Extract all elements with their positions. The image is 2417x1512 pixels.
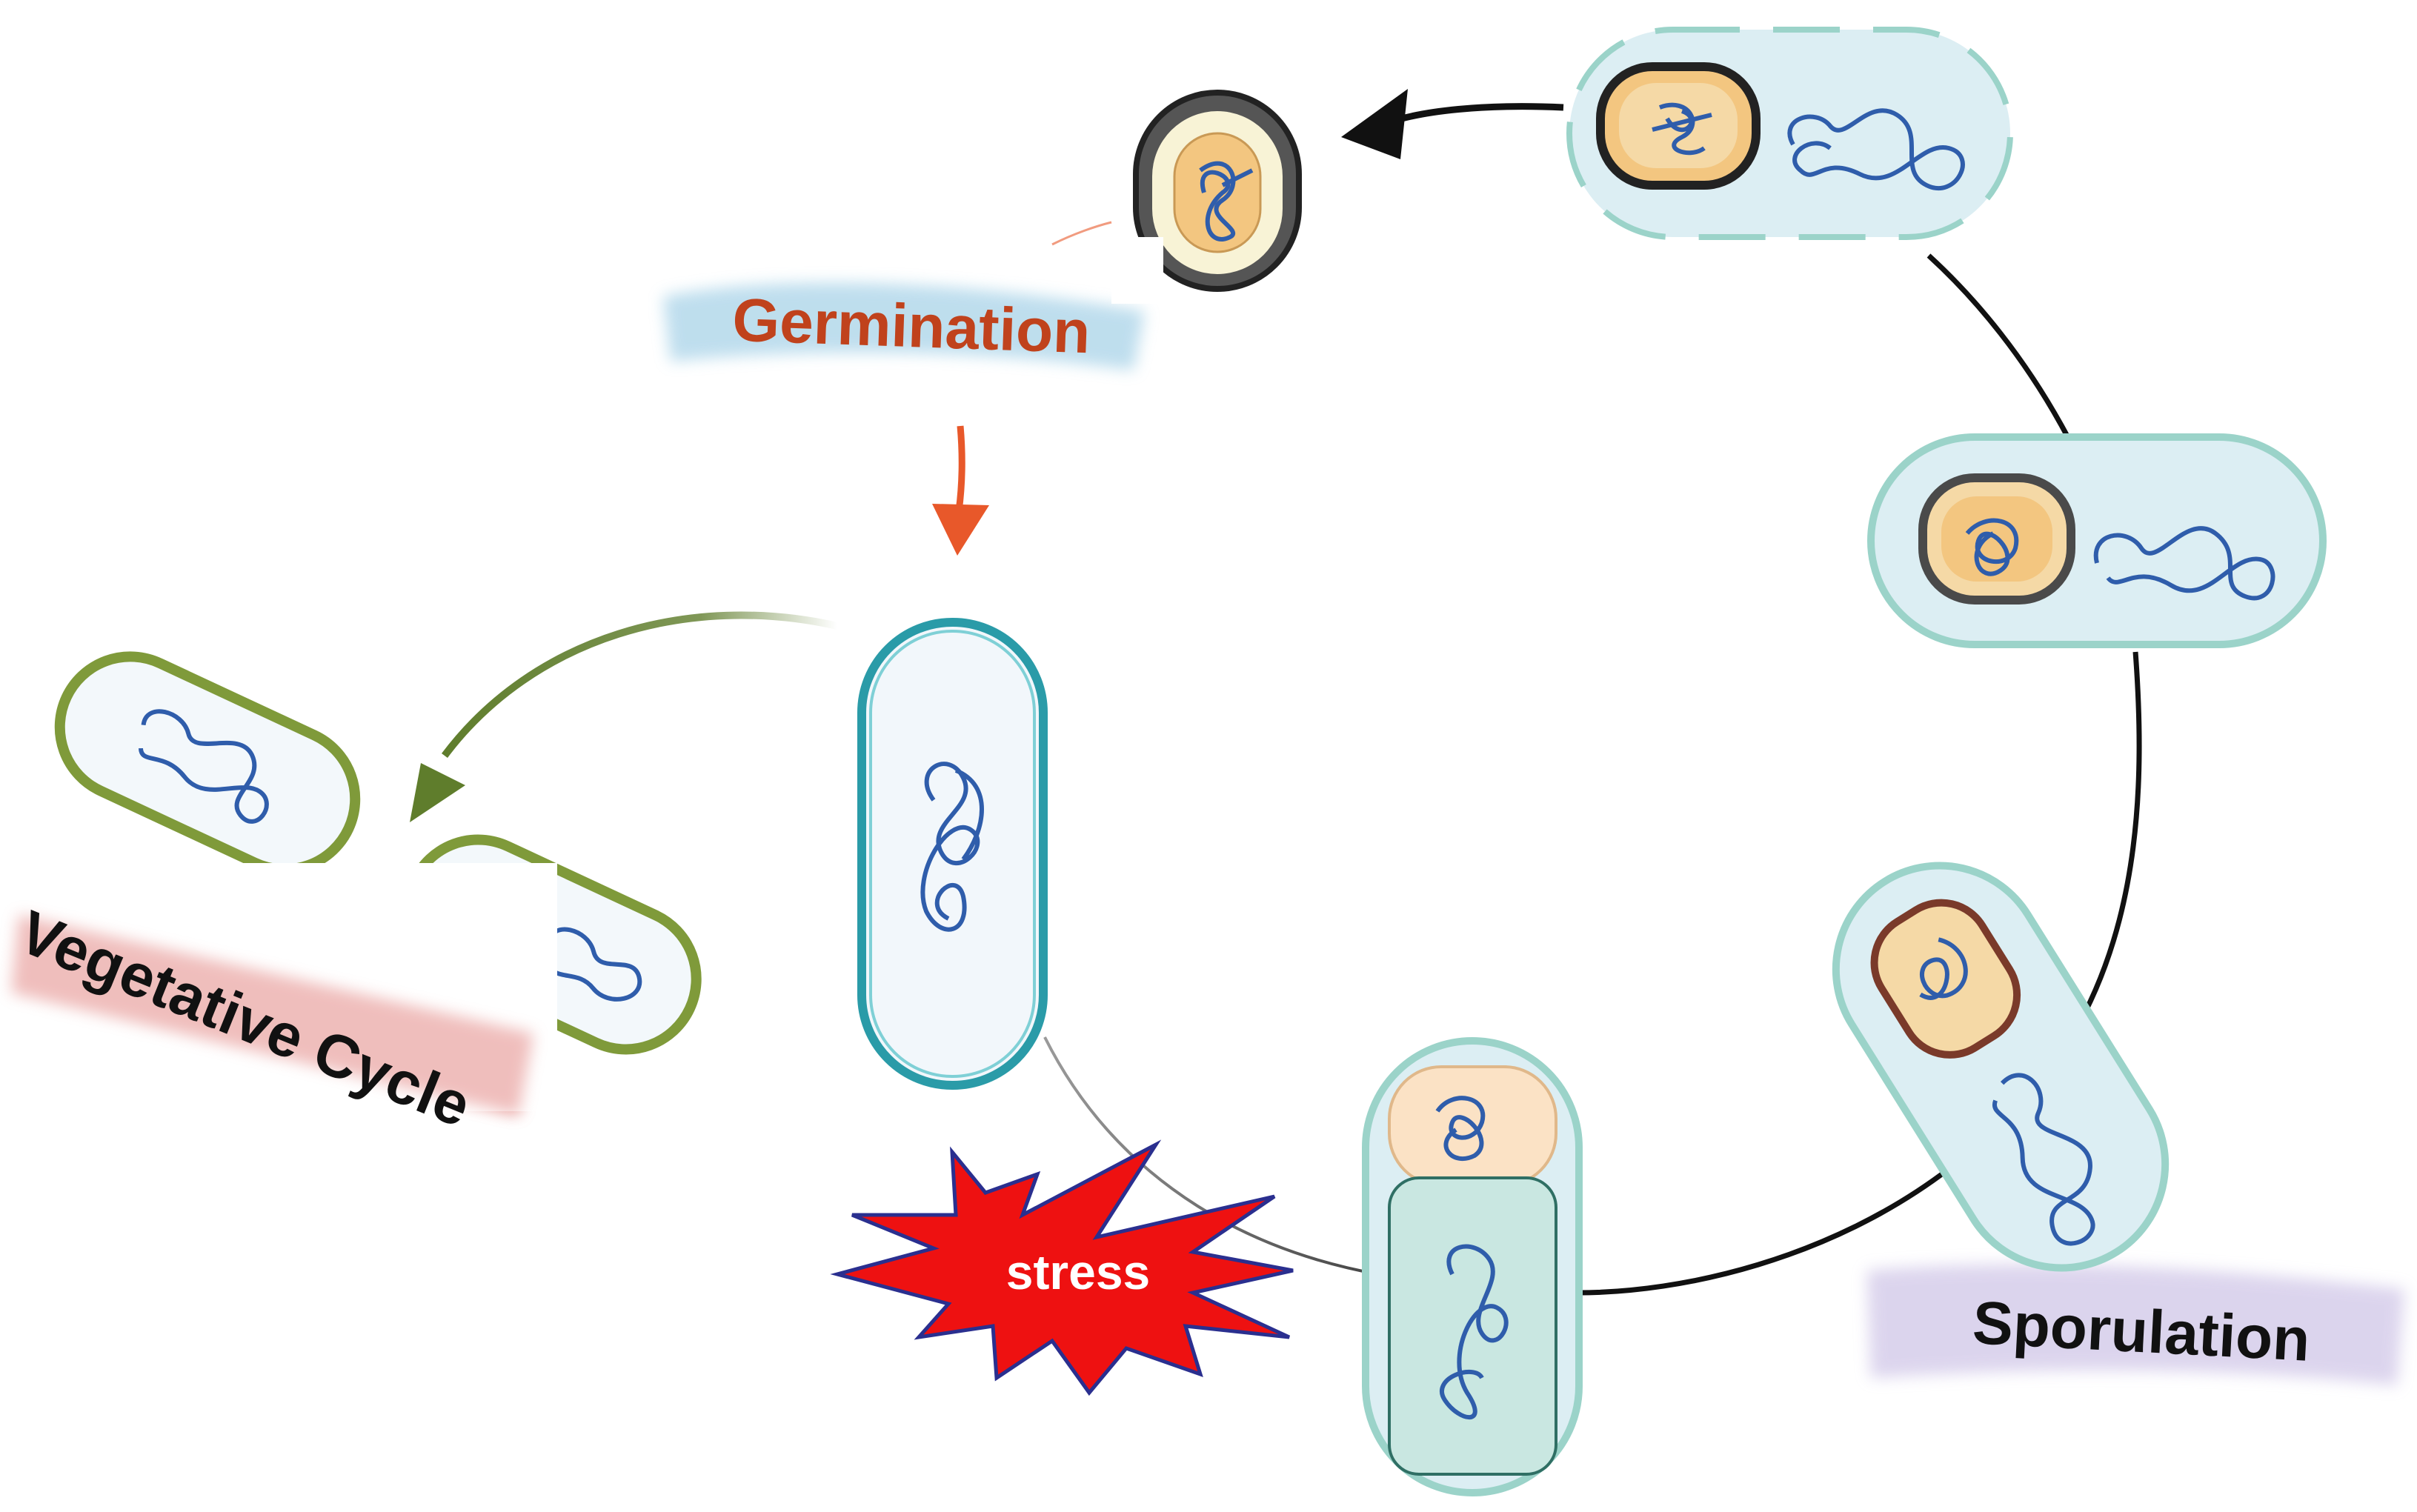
germination-highlight bbox=[663, 282, 1145, 370]
stress-label: stress bbox=[1006, 1245, 1151, 1299]
germination-arrow bbox=[932, 425, 989, 556]
sporulating-cell-icon bbox=[1566, 27, 2013, 240]
vegetative-highlight bbox=[11, 915, 533, 1115]
germination-label: Germination bbox=[731, 287, 1091, 367]
sporulating-cell-icon bbox=[1867, 433, 2327, 648]
stress-burst-icon bbox=[830, 1139, 1294, 1396]
germination-faint-curve bbox=[1051, 221, 1112, 246]
arrow-to-spore bbox=[1341, 89, 1564, 159]
spore-icon bbox=[1111, 90, 1302, 304]
bacterium-icon bbox=[54, 651, 361, 875]
sporulating-cell-icon bbox=[1832, 862, 2170, 1272]
vegetative-arrow bbox=[410, 611, 839, 822]
bacterium-icon bbox=[857, 618, 1048, 1090]
sporulating-cell-icon bbox=[1362, 1037, 1583, 1496]
sporulation-highlight bbox=[1867, 1264, 2404, 1385]
